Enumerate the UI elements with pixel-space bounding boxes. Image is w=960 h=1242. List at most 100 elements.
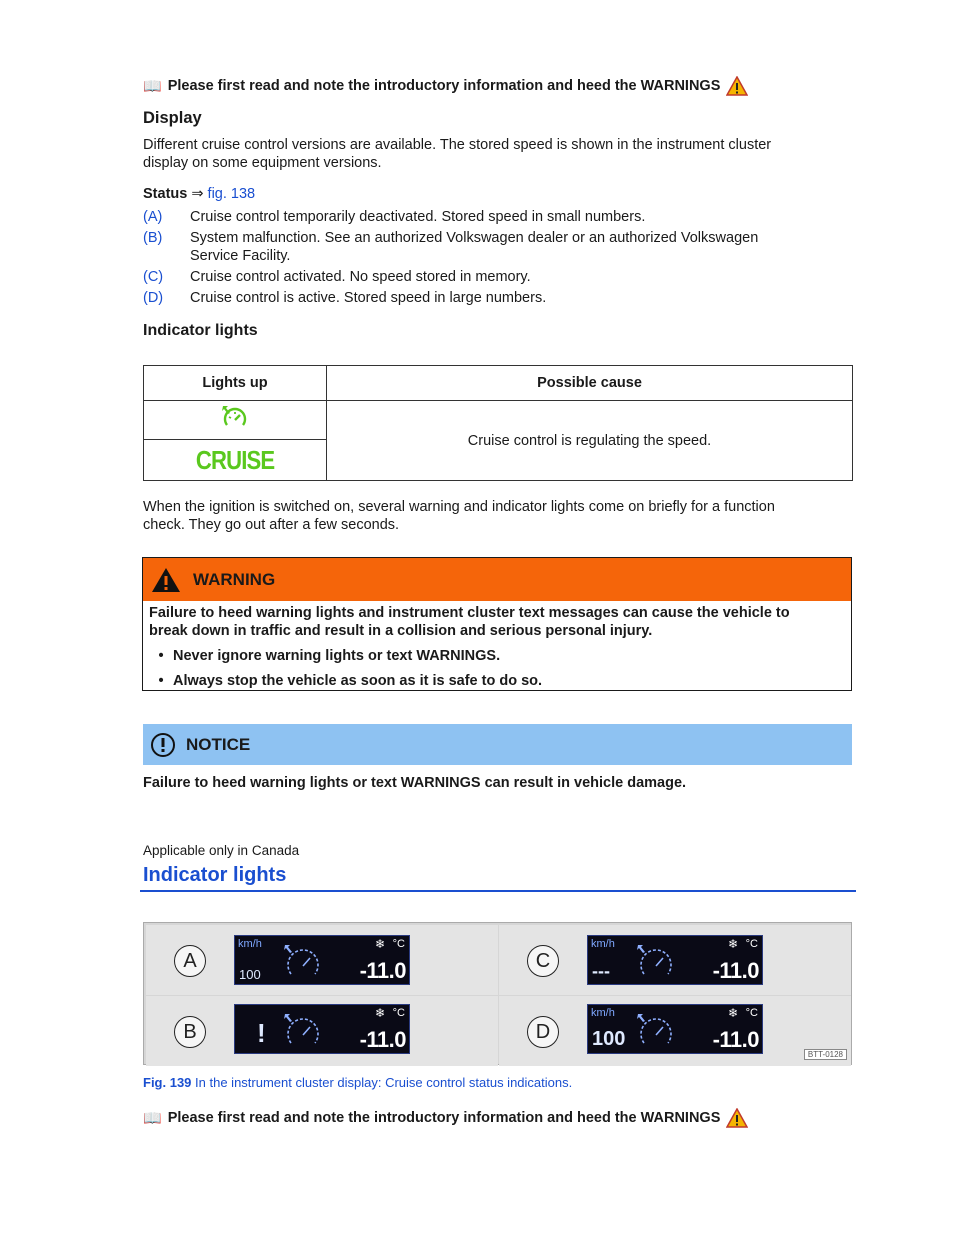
- stored-speed: 100: [239, 967, 261, 982]
- ignition-line: When the ignition is switched on, severa…: [143, 499, 775, 515]
- display-heading: Display: [143, 109, 202, 127]
- warning-body: Failure to heed warning lights and instr…: [149, 604, 843, 690]
- outside-temp: -11.0: [712, 958, 760, 983]
- notice-header: NOTICE: [143, 724, 852, 765]
- lcd-display: km/h --- ❄ °C -11.0: [587, 935, 763, 985]
- intro-text: Please first read and note the introduct…: [167, 78, 721, 94]
- temp-unit: °C: [392, 938, 405, 950]
- status-item: (B) System malfunction. See an authorize…: [143, 229, 843, 265]
- snowflake-icon: ❄: [374, 937, 385, 951]
- notice-text: Failure to heed warning lights or text W…: [143, 775, 687, 791]
- table-row: CRUISE: [143, 439, 853, 481]
- warning-header: WARNING: [143, 558, 851, 601]
- snowflake-icon: ❄: [727, 1006, 738, 1020]
- table-cell: Cruise control is regulating the speed.: [326, 400, 853, 481]
- status-item: (A) Cruise control temporarily deactivat…: [143, 208, 843, 226]
- column-header: Possible cause: [326, 365, 853, 401]
- warning-bullet-text: Always stop the vehicle as soon as it is…: [173, 673, 543, 689]
- figure-caption: Fig. 139 In the instrument cluster displ…: [143, 1075, 572, 1090]
- cruise-gauge-icon: [637, 1014, 672, 1044]
- cruise-gauge-icon: [637, 945, 672, 975]
- cruise-gauge-icon: [284, 945, 319, 975]
- figure-139: A km/h 100 ❄ °C -11.0 C km/h ---: [143, 922, 852, 1066]
- table-header-row: Lights up Possible cause: [143, 365, 853, 401]
- status-item-label: (C): [143, 269, 164, 285]
- malfunction-mark: !: [257, 1018, 266, 1048]
- lcd-display: ! ❄ °C -11.0: [234, 1004, 410, 1054]
- warning-line: break down in traffic and result in a co…: [149, 623, 653, 639]
- status-item-text: Service Facility.: [190, 248, 291, 264]
- cruise-icon: CRUISE: [195, 444, 275, 475]
- indicator-lights-heading: Indicator lights: [143, 322, 258, 339]
- status-item-label: (B): [143, 230, 163, 246]
- status-item: (D) Cruise control is active. Stored spe…: [143, 289, 843, 307]
- status-item-text: Cruise control is active. Stored speed i…: [190, 290, 547, 306]
- book-icon: 📖: [143, 1110, 162, 1127]
- stored-speed: 100: [592, 1028, 626, 1050]
- intro-text: Please first read and note the introduct…: [167, 1110, 721, 1126]
- warning-bullet-text: Never ignore warning lights or text WARN…: [173, 648, 501, 664]
- intro-note: 📖 Please first read and note the introdu…: [143, 76, 749, 96]
- panel-letter: A: [174, 945, 206, 977]
- panel-letter: C: [527, 945, 559, 977]
- notice-title: NOTICE: [186, 734, 251, 754]
- panel-a: A km/h 100 ❄ °C -11.0: [146, 925, 498, 995]
- status-item-label: (D): [143, 290, 164, 306]
- outside-temp: -11.0: [712, 1027, 760, 1052]
- ignition-paragraph: When the ignition is switched on, severa…: [143, 498, 775, 534]
- column-header: Lights up: [143, 365, 327, 401]
- section-heading: Indicator lights: [143, 864, 287, 886]
- display-paragraph-line: Different cruise control versions are av…: [143, 137, 772, 153]
- temp-unit: °C: [392, 1007, 405, 1019]
- table-cell: [143, 400, 327, 440]
- warning-bullet: • Always stop the vehicle as soon as it …: [149, 672, 843, 690]
- lcd-display: km/h 100 ❄ °C -11.0: [234, 935, 410, 985]
- table-cell: CRUISE: [143, 439, 327, 481]
- arrow-icon: ⇒: [191, 186, 204, 202]
- warning-bullet: • Never ignore warning lights or text WA…: [149, 647, 843, 665]
- status-item: (C) Cruise control activated. No speed s…: [143, 268, 843, 286]
- outside-temp: -11.0: [359, 958, 407, 983]
- kmh-label: km/h: [591, 938, 615, 950]
- cruise-gauge-icon: [284, 1014, 319, 1044]
- temp-unit: °C: [745, 1007, 758, 1019]
- status-label-line: Status ⇒ fig. 138: [143, 186, 255, 202]
- status-item-text: Cruise control temporarily deactivated. …: [190, 209, 646, 225]
- panel-letter: D: [527, 1016, 559, 1048]
- status-label: Status: [143, 186, 188, 202]
- ignition-line: check. They go out after a few seconds.: [143, 517, 400, 533]
- cruise-control-icon: [222, 406, 247, 426]
- bullet-dot: •: [158, 648, 164, 664]
- table-row: Cruise control is regulating the speed.: [143, 400, 853, 481]
- status-item-label: (A): [143, 209, 163, 225]
- warning-box: WARNING Failure to heed warning lights a…: [142, 557, 852, 691]
- applicable-note: Applicable only in Canada: [143, 843, 300, 858]
- panel-d: D km/h 100 ❄ °C -11.0: [499, 996, 851, 1066]
- temp-unit: °C: [745, 938, 758, 950]
- kmh-label: km/h: [591, 1007, 615, 1019]
- notice-exclamation-icon: [151, 732, 175, 757]
- warning-triangle-icon: [152, 567, 180, 592]
- bullet-dot: •: [158, 673, 164, 689]
- fig-138-link[interactable]: fig. 138: [207, 186, 256, 202]
- lcd-display: km/h 100 ❄ °C -11.0: [587, 1004, 763, 1054]
- status-item-text: System malfunction. See an authorized Vo…: [190, 230, 759, 246]
- warning-title: WARNING: [193, 569, 276, 589]
- snowflake-icon: ❄: [374, 1006, 385, 1020]
- snowflake-icon: ❄: [727, 937, 738, 951]
- warning-line: Failure to heed warning lights and instr…: [149, 605, 790, 621]
- warning-triangle-icon: [726, 76, 749, 96]
- display-paragraph: Different cruise control versions are av…: [143, 136, 771, 172]
- panel-letter: B: [174, 1016, 206, 1048]
- indicator-table: Lights up Possible cause Cruise control …: [143, 365, 853, 481]
- display-paragraph-line: display on some equipment versions.: [143, 155, 382, 171]
- panel-c: C km/h --- ❄ °C -11.0: [499, 925, 851, 995]
- stored-speed: ---: [592, 961, 610, 981]
- figure-caption-label: Fig. 139: [143, 1075, 192, 1090]
- heading-rule: [140, 890, 856, 892]
- figure-code: BTT-0128: [803, 1049, 847, 1060]
- kmh-label: km/h: [238, 938, 262, 950]
- outside-temp: -11.0: [359, 1027, 407, 1052]
- panel-b: B ! ❄ °C -11.0: [146, 996, 498, 1066]
